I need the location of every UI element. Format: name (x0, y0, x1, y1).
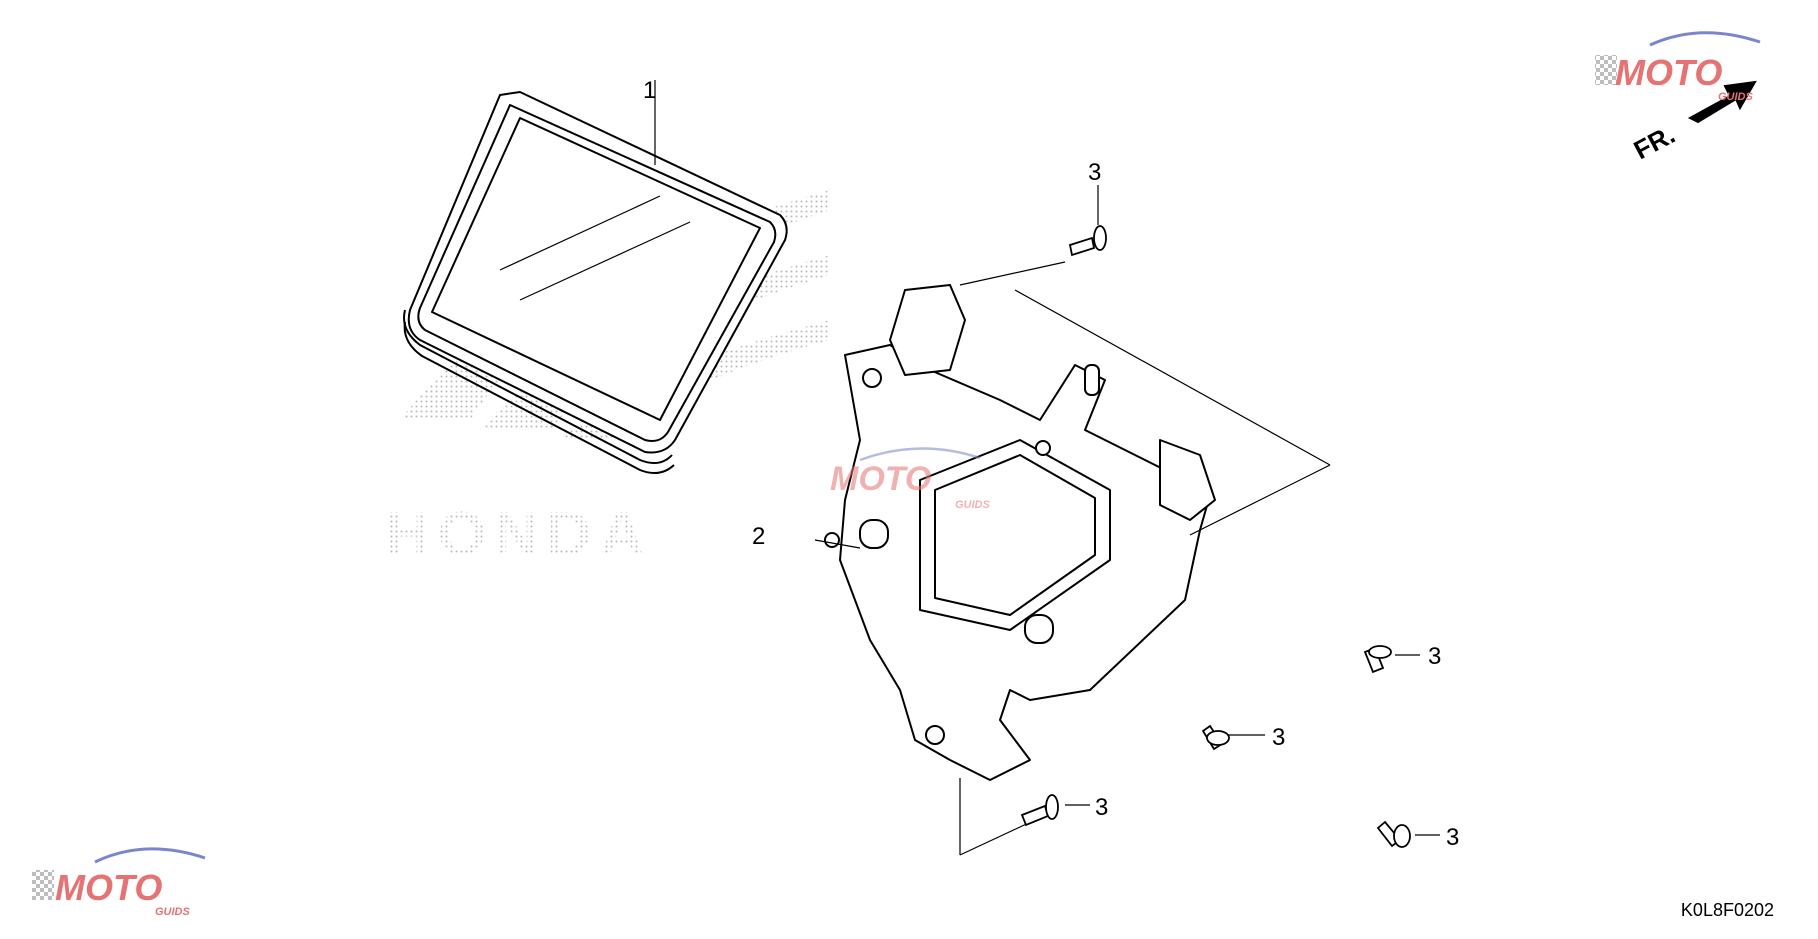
front-arrow-icon (1687, 80, 1757, 124)
svg-text:MOTO: MOTO (55, 867, 162, 908)
screw-3-right-lower (1376, 820, 1411, 848)
part-1-cover (403, 80, 788, 475)
callout-2: 2 (752, 523, 765, 550)
screw-3-bottom (1020, 794, 1059, 827)
screw-3-middle (1201, 724, 1230, 751)
watermark-logo-center: MOTO GUIDS (830, 447, 991, 511)
callout-3-right-lower: 3 (1446, 824, 1459, 851)
direction-label: FR. (1629, 119, 1680, 165)
callout-3-middle: 3 (1272, 724, 1285, 751)
callout-1: 1 (643, 77, 656, 104)
screw-3-top (1068, 225, 1107, 257)
svg-text:MOTO: MOTO (1615, 52, 1722, 93)
callout-3-bottom: 3 (1095, 794, 1108, 821)
leader-lines (959, 185, 1440, 856)
honda-wordmark: HONDA (385, 500, 652, 569)
svg-text:GUIDS: GUIDS (955, 499, 991, 511)
screw-3-right-upper (1363, 645, 1392, 674)
svg-text:MOTO: MOTO (830, 460, 931, 498)
watermark-logo-top: MOTO GUIDS (1595, 31, 1761, 103)
watermark-logo-bottom: MOTO GUIDS (32, 847, 206, 918)
svg-text:GUIDS: GUIDS (155, 906, 191, 918)
part-2-bracket (814, 284, 1216, 781)
diagram-code: K0L8F0202 (1680, 900, 1774, 920)
callout-3-right-upper: 3 (1428, 643, 1441, 670)
svg-text:GUIDS: GUIDS (1718, 91, 1754, 103)
callout-3-top: 3 (1088, 159, 1101, 186)
